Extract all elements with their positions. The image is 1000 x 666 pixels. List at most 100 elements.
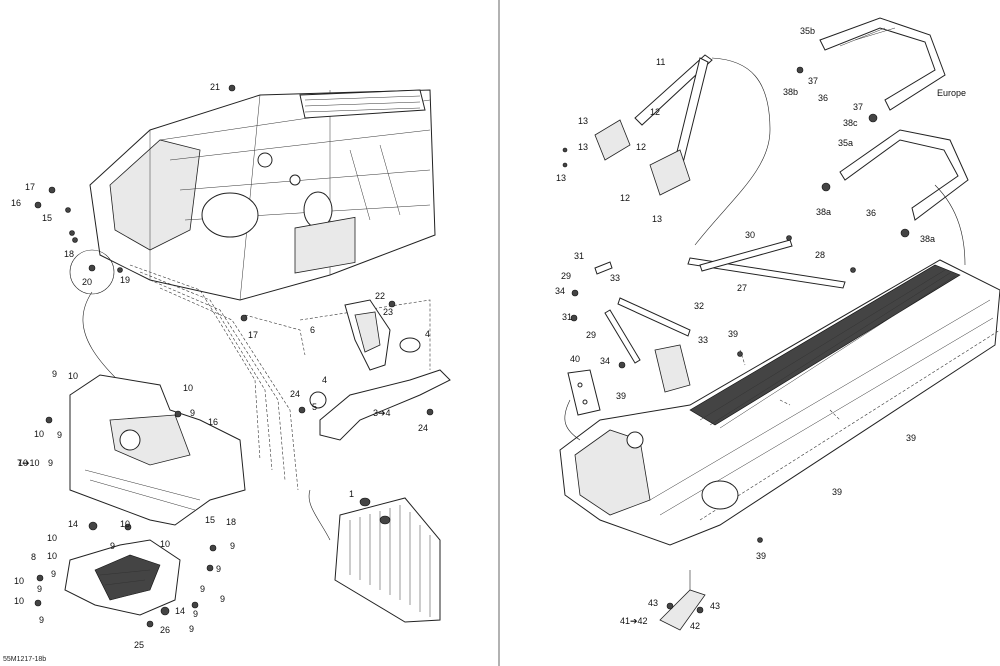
right-callout-label: 11 (656, 57, 665, 67)
left-callout-label: 10 (120, 519, 130, 529)
right-callout-label: 35a (838, 138, 853, 148)
left-callout-label: 9 (216, 564, 221, 574)
right-callout-label: 32 (694, 301, 704, 311)
right-callout-label: 39 (832, 487, 842, 497)
left-callout-label: 10 (160, 539, 170, 549)
left-callout-label: 10 (34, 429, 44, 439)
left-callout-label: 17 (25, 182, 35, 192)
right-callout-label: 12 (636, 142, 646, 152)
left-callout-label: 4 (322, 375, 327, 385)
upper-column (594, 54, 713, 196)
left-callout-label: 9 (110, 541, 115, 551)
right-callout-label: 33 (610, 273, 620, 283)
left-callout-label: 24 (418, 423, 428, 433)
right-callout-label: 43 (648, 598, 658, 608)
fasteners-left (34, 84, 434, 628)
left-callout-label: 26 (160, 625, 170, 635)
rear-bumper-europe (819, 17, 946, 111)
left-callout-label: 10 (47, 551, 57, 561)
left-callout-label: 24 (290, 389, 300, 399)
left-callout-label: 25 (134, 640, 144, 650)
left-callout-label: 9 (189, 624, 194, 634)
left-callout-label: 9 (57, 430, 62, 440)
front-bracket (69, 374, 246, 526)
right-callout-label: 33 (698, 335, 708, 345)
left-callout-label: 9 (39, 615, 44, 625)
running-board-guard (659, 589, 706, 631)
right-panel (559, 17, 1000, 631)
left-callout-label: 16 (208, 417, 218, 427)
left-callout-label: 9 (52, 369, 57, 379)
left-callout-label: 8 (31, 552, 36, 562)
right-callout-label: 39 (906, 433, 916, 443)
right-callout-label: 38a (920, 234, 935, 244)
left-callout-label: 9 (230, 541, 235, 551)
right-callout-label: 42 (690, 621, 700, 631)
right-callout-label: 28 (815, 250, 825, 260)
left-callout-label: 22 (375, 291, 385, 301)
engine-mount-group (309, 299, 451, 441)
support-rods (594, 239, 846, 393)
right-callout-label: 38a (816, 207, 831, 217)
left-callout-label: 23 (383, 307, 393, 317)
left-callout-label: 21 (210, 82, 220, 92)
left-callout-label: 4 (425, 329, 430, 339)
right-callout-label: 13 (556, 173, 566, 183)
left-callout-label: 9 (37, 584, 42, 594)
left-callout-label: 17 (248, 330, 258, 340)
right-callout-label: Europe (937, 88, 966, 98)
right-callout-label: 39 (756, 551, 766, 561)
right-callout-label: 37 (853, 102, 863, 112)
right-callout-label: 37 (808, 76, 818, 86)
left-callout-label: 18 (64, 249, 74, 259)
left-callout-label: 9 (190, 408, 195, 418)
right-callout-label: 29 (561, 271, 571, 281)
fasteners-right (562, 66, 910, 614)
bottom-bracket (64, 539, 181, 616)
access-plate (567, 369, 601, 416)
right-callout-label: 36 (866, 208, 876, 218)
left-callout-label: 16 (11, 198, 21, 208)
tunnel-assembly (559, 259, 1000, 546)
right-callout-label: 13 (652, 214, 662, 224)
left-callout-label: 7➔10 (17, 458, 40, 468)
left-callout-label: 15 (205, 515, 215, 525)
right-callout-label: 34 (600, 356, 610, 366)
right-callout-label: 39 (616, 391, 626, 401)
left-callout-label: 15 (42, 213, 52, 223)
right-callout-label: 13 (578, 116, 588, 126)
left-callout-label: 20 (82, 277, 92, 287)
right-callout-label: 13 (578, 142, 588, 152)
right-callout-label: 39 (728, 329, 738, 339)
left-callout-label: 10 (18, 458, 28, 468)
left-callout-label: 19 (120, 275, 130, 285)
left-callout-label: 10 (14, 596, 24, 606)
left-callout-label: 10 (14, 576, 24, 586)
left-callout-label: 10 (47, 533, 57, 543)
radiator (334, 497, 441, 623)
rear-bumper (839, 129, 969, 221)
right-callout-label: 35b (800, 26, 815, 36)
left-callout-label: 9 (51, 569, 56, 579)
left-callout-label: 9 (200, 584, 205, 594)
left-callout-label: 18 (226, 517, 236, 527)
right-callout-label: 36 (818, 93, 828, 103)
right-callout-label: 31 (574, 251, 584, 261)
right-callout-label: 30 (745, 230, 755, 240)
left-callout-label: 14 (68, 519, 78, 529)
left-callout-label: 9 (220, 594, 225, 604)
right-callout-label: 38b (783, 87, 798, 97)
left-callout-label: 9 (48, 458, 53, 468)
left-panel (34, 84, 451, 628)
right-callout-label: 38c (843, 118, 858, 128)
right-callout-label: 31 (562, 312, 572, 322)
right-callout-label: 27 (737, 283, 747, 293)
left-callout-label: 14 (175, 606, 185, 616)
left-callout-label: 5 (312, 402, 317, 412)
left-callout-label: 9 (193, 609, 198, 619)
left-callout-label: 10 (68, 371, 78, 381)
left-callout-label: 3➔4 (373, 408, 391, 418)
right-callout-label: 12 (650, 107, 660, 117)
left-callout-label: 1 (349, 489, 354, 499)
